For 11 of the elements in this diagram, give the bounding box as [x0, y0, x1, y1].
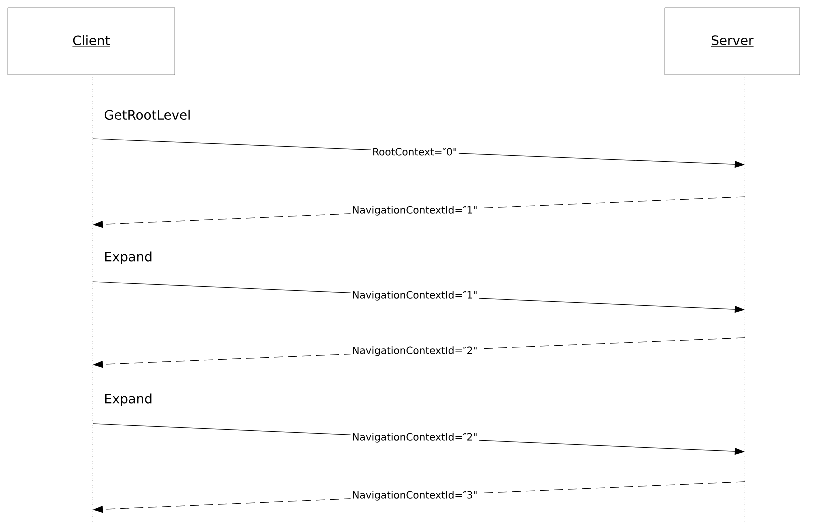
edge-label: NavigationContextId=″3": [353, 491, 477, 501]
method-name: Expand: [105, 394, 152, 406]
edge-label: NavigationContextId=″2": [353, 433, 477, 443]
method-name: Expand: [105, 252, 152, 264]
method-name: GetRootLevel: [104, 110, 190, 120]
edge-label: NavigationContextId=″1": [353, 291, 477, 301]
edge-label: NavigationContextId=″2": [353, 346, 477, 356]
edge-label: RootContext=″0": [374, 148, 456, 156]
participant-box: Server: [664, 8, 800, 76]
participant-box: Client: [8, 8, 176, 76]
edge-label: NavigationContextId=″1": [353, 206, 477, 216]
